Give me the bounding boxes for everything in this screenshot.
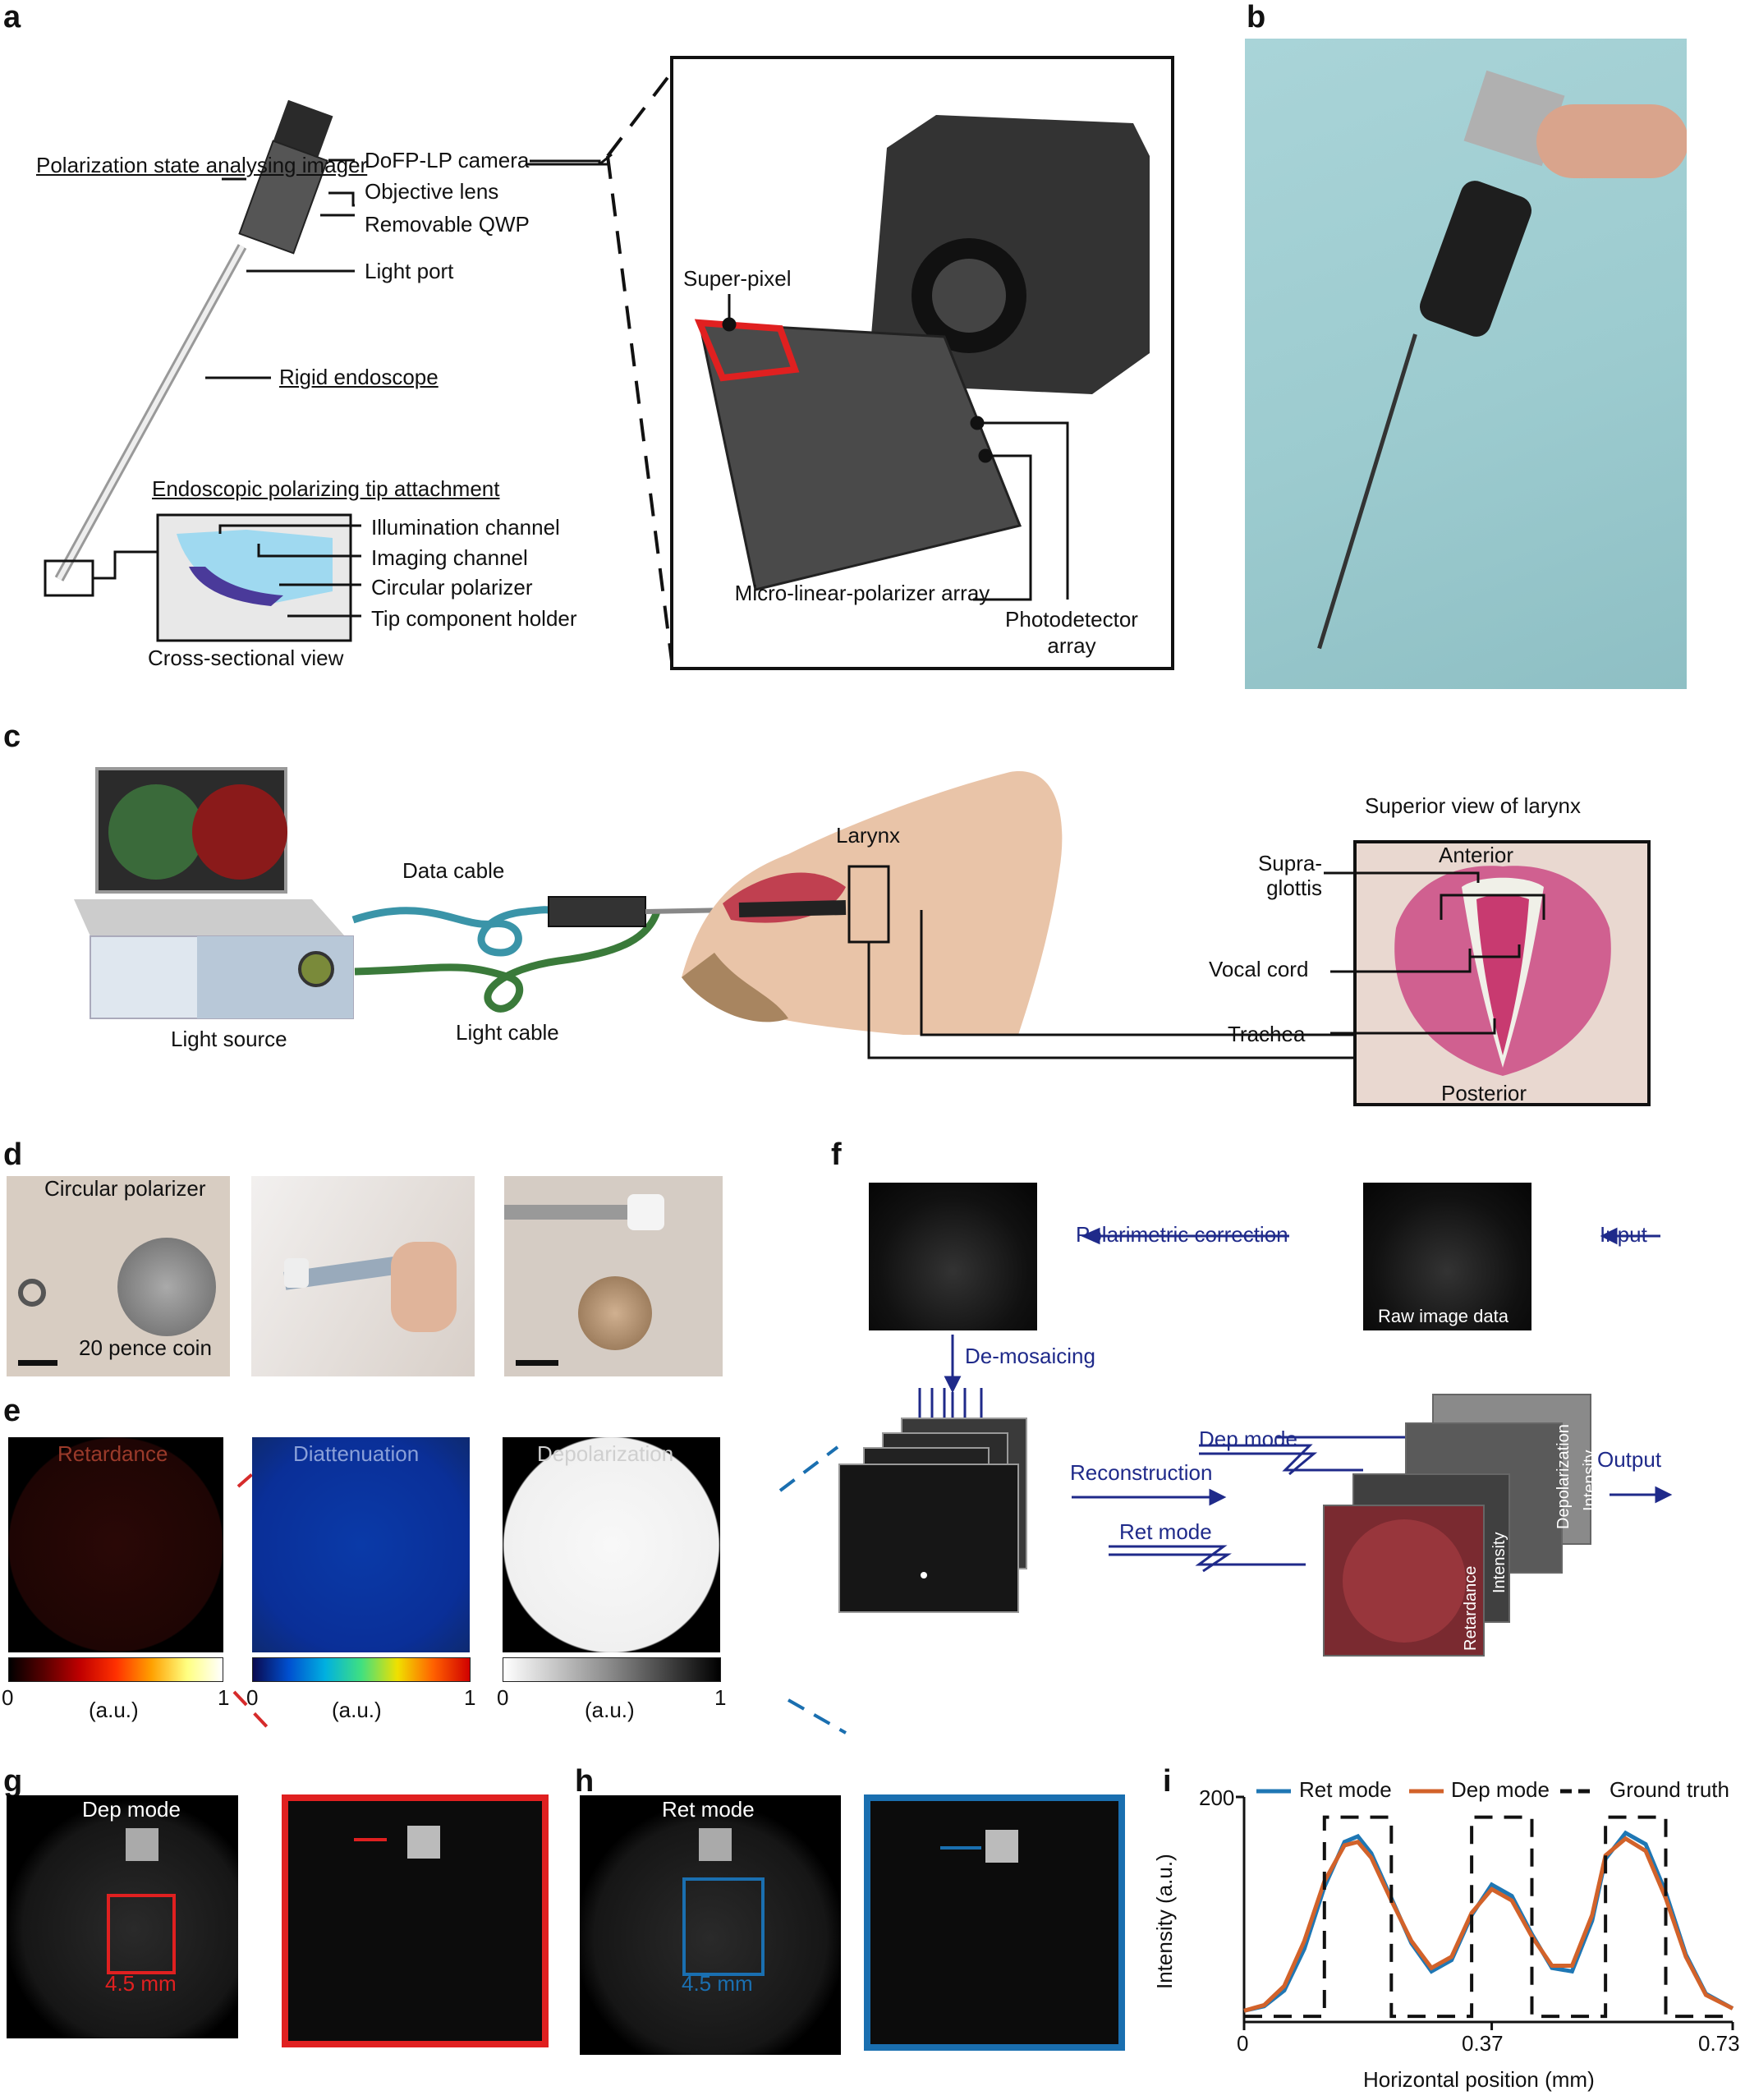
superpixel-label: Super-pixel	[683, 266, 792, 291]
legend-ground: Ground truth	[1610, 1777, 1729, 1802]
d-circular-polarizer-label: Circular polarizer	[44, 1176, 206, 1201]
ret-max: 1	[218, 1685, 230, 1710]
imaging-label: Imaging channel	[371, 545, 528, 570]
polarimetric-correction-label: Polarimetric correction	[1076, 1222, 1288, 1247]
dep-mode-label: Dep mode	[1199, 1427, 1297, 1451]
camera-label: DoFP-LP camera	[365, 148, 530, 172]
cross-view-label: Cross-sectional view	[148, 646, 344, 670]
retardance-map	[8, 1437, 223, 1652]
circular-polarizer-label: Circular polarizer	[371, 575, 533, 600]
light-port-label: Light port	[365, 259, 454, 283]
legend-ret: Ret mode	[1299, 1777, 1392, 1802]
retardance-colorbar	[8, 1657, 223, 1682]
panel-f-label: f	[831, 1137, 842, 1172]
anterior-label: Anterior	[1439, 843, 1514, 867]
series-line-ret	[1243, 1830, 1734, 2013]
panel-h-label: h	[575, 1764, 595, 1799]
chart-xlabel: Horizontal position (mm)	[1363, 2067, 1595, 2092]
tip-photo-3	[504, 1176, 723, 1376]
ret-min: 0	[2, 1685, 14, 1710]
qwp-label: Removable QWP	[365, 212, 530, 237]
g-zoom-image	[282, 1794, 549, 2047]
ret-unit: (a.u.)	[89, 1698, 139, 1722]
demosaicing-label: De-mosaicing	[965, 1344, 1095, 1368]
light-source-console	[74, 767, 354, 1019]
output-label: Output	[1597, 1447, 1662, 1472]
depolarization-colorbar	[503, 1657, 721, 1682]
objective-label: Objective lens	[365, 179, 499, 204]
supraglottis-label: Supra-glottis	[1257, 851, 1322, 900]
data-cable-label: Data cable	[402, 858, 505, 883]
dia-min: 0	[246, 1685, 259, 1710]
light-source-label: Light source	[171, 1027, 287, 1051]
panel-b-label: b	[1247, 0, 1266, 34]
endoscope-label: Rigid endoscope	[279, 365, 439, 389]
g-target-image	[7, 1795, 238, 2038]
panel-i-label: i	[1163, 1764, 1172, 1799]
panel-d-label: d	[3, 1137, 23, 1172]
chart-ytick-200: 200	[1199, 1785, 1235, 1810]
tip-title: Endoscopic polarizing tip attachment	[152, 476, 500, 501]
dep-min: 0	[497, 1685, 509, 1710]
h-mode-label: Ret mode	[662, 1797, 755, 1822]
reconstruction-label: Reconstruction	[1070, 1460, 1213, 1485]
series-line-ground	[1244, 1815, 1733, 2019]
input-label: Input	[1600, 1222, 1647, 1247]
stacked-output-images	[1323, 1394, 1591, 1657]
dia-unit: (a.u.)	[332, 1698, 382, 1722]
panel-g-label: g	[3, 1764, 23, 1799]
retardance-title: Retardance	[57, 1441, 168, 1466]
camera-cube	[870, 115, 1150, 394]
mlp-label: Micro-linear-polarizer array	[734, 581, 990, 605]
chart-xtick-073: 0.73	[1698, 2031, 1740, 2056]
legend-dep: Dep mode	[1451, 1777, 1550, 1802]
diattenuation-title: Diattenuation	[293, 1441, 420, 1466]
h-zoom-image	[864, 1794, 1125, 2051]
larynx-label: Larynx	[836, 823, 901, 848]
panel-c-label: c	[3, 719, 21, 754]
tip-photo-1	[7, 1176, 230, 1376]
trachea-label: Trachea	[1228, 1022, 1306, 1046]
dep-unit: (a.u.)	[585, 1698, 635, 1722]
imager-title: Polarization state analysing imager	[36, 153, 368, 177]
panel-e-label: e	[3, 1394, 21, 1428]
light-cable-label: Light cable	[456, 1020, 559, 1045]
panel-a-label: a	[3, 0, 21, 34]
chart-xtick-037: 0.37	[1462, 2031, 1504, 2056]
superior-view-label: Superior view of larynx	[1365, 793, 1581, 818]
dia-max: 1	[464, 1685, 476, 1710]
diattenuation-map	[252, 1437, 470, 1652]
h-scale-label: 4.5 mm	[682, 1971, 753, 1996]
illumination-label: Illumination channel	[371, 515, 560, 540]
depolarization-title: Depolarization	[537, 1441, 674, 1466]
raw-image-label: Raw image data	[1378, 1306, 1509, 1326]
endoscope-drawing	[54, 99, 333, 581]
diattenuation-colorbar	[252, 1657, 471, 1682]
vocal-cord-label: Vocal cord	[1209, 957, 1309, 981]
tip-photo-2	[251, 1176, 475, 1376]
raw-image	[1363, 1183, 1531, 1330]
chart-xtick-0: 0	[1237, 2031, 1249, 2056]
g-scale-label: 4.5 mm	[105, 1971, 177, 1996]
posterior-label: Posterior	[1441, 1081, 1527, 1105]
ret-mode-label: Ret mode	[1119, 1519, 1212, 1544]
h-target-image	[580, 1795, 841, 2055]
dep-max: 1	[714, 1685, 727, 1710]
chart-ylabel: Intensity (a.u.)	[1152, 1854, 1177, 1990]
d-coin-label: 20 pence coin	[79, 1335, 212, 1360]
endoscope-photo	[1245, 39, 1687, 689]
g-mode-label: Dep mode	[82, 1797, 181, 1822]
tip-holder-label: Tip component holder	[371, 606, 577, 631]
depolarization-map	[503, 1437, 720, 1652]
photodetector-label: Photodetector array	[1005, 607, 1138, 658]
corrected-image	[869, 1183, 1037, 1330]
series-line-dep	[1243, 1836, 1734, 2013]
stacked-raw-images	[838, 1418, 1027, 1613]
